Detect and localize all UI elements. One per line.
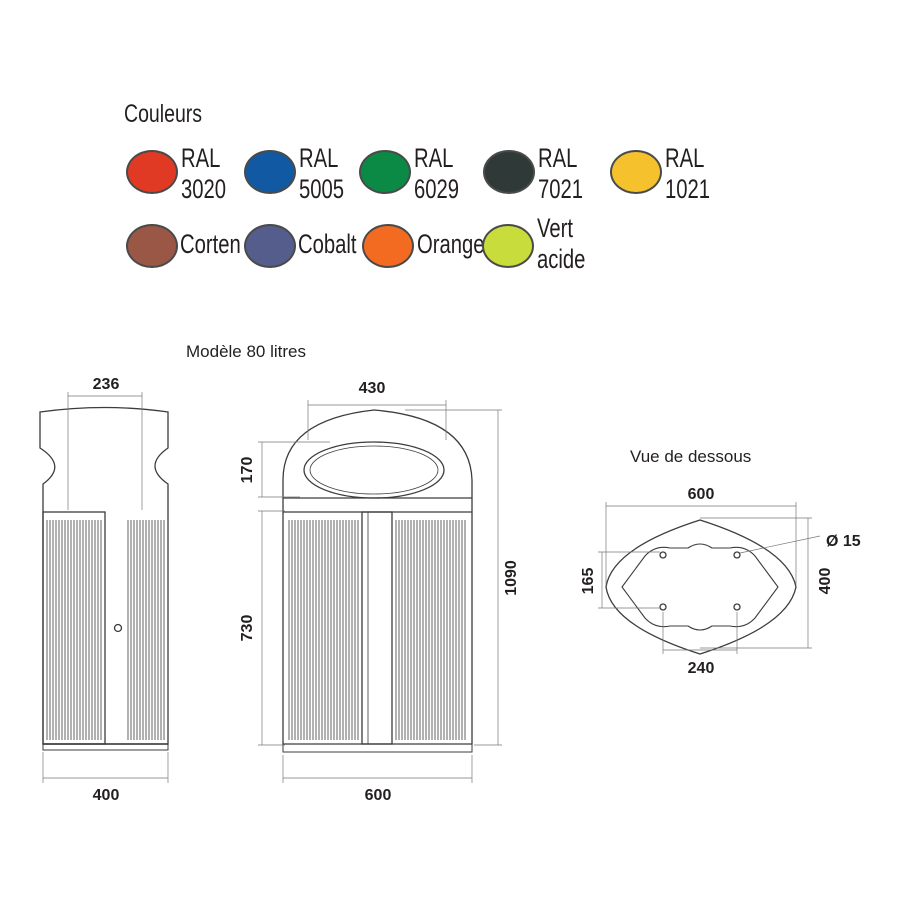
dim-total-height: 1090 (503, 560, 520, 596)
model-heading: Modèle 80 litres (186, 342, 307, 361)
swatch-corten (126, 224, 178, 268)
swatch-label-orange: Orange (417, 229, 485, 259)
dim-hole-spacing-x: 240 (688, 660, 715, 677)
swatch-label-vert-acide: Vert acide (537, 213, 586, 274)
swatch-label-corten: Corten (180, 229, 241, 259)
fixing-hole (659, 551, 667, 559)
bottom-dimensions (598, 502, 821, 654)
dim-side-base: 400 (93, 787, 120, 804)
side-view (39, 406, 169, 751)
swatch-label-ral-3020: RAL 3020 (181, 143, 227, 204)
dim-lid-width: 430 (359, 380, 386, 397)
dim-lid-height: 170 (239, 457, 256, 484)
swatch-label-cobalt: Cobalt (298, 229, 357, 259)
swatch-label-ral-6029: RAL 6029 (414, 143, 460, 204)
front-view (282, 409, 473, 753)
dim-body-height: 730 (239, 615, 256, 642)
dim-bottom-width: 400 (817, 568, 834, 595)
swatch-ral-6029 (359, 150, 411, 194)
swatch-label-ral-7021: RAL 7021 (538, 143, 584, 204)
fixing-hole (659, 603, 667, 611)
dim-bottom-length: 600 (688, 486, 715, 503)
swatch-label-ral-1021: RAL 1021 (665, 143, 711, 204)
dim-hole-diameter: Ø 15 (826, 533, 861, 550)
swatch-label-ral-5005: RAL 5005 (299, 143, 345, 204)
bottom-view-heading: Vue de dessous (630, 447, 752, 466)
side-dimensions (42, 392, 169, 783)
front-dimensions (258, 400, 502, 783)
colors-title: Couleurs (124, 100, 203, 128)
dim-front-base: 600 (365, 787, 392, 804)
lock-hole (113, 623, 123, 633)
swatch-ral-1021 (610, 150, 662, 194)
swatch-ral-3020 (126, 150, 178, 194)
swatch-ral-7021 (483, 150, 535, 194)
dim-hole-spacing-y: 165 (580, 568, 597, 595)
dim-top-width: 236 (93, 376, 120, 393)
bottom-view (605, 519, 797, 655)
fixing-hole (733, 603, 741, 611)
swatch-orange (362, 224, 414, 268)
fixing-hole (733, 551, 741, 559)
swatch-cobalt (244, 224, 296, 268)
swatch-ral-5005 (244, 150, 296, 194)
swatch-vert-acide (482, 224, 534, 268)
